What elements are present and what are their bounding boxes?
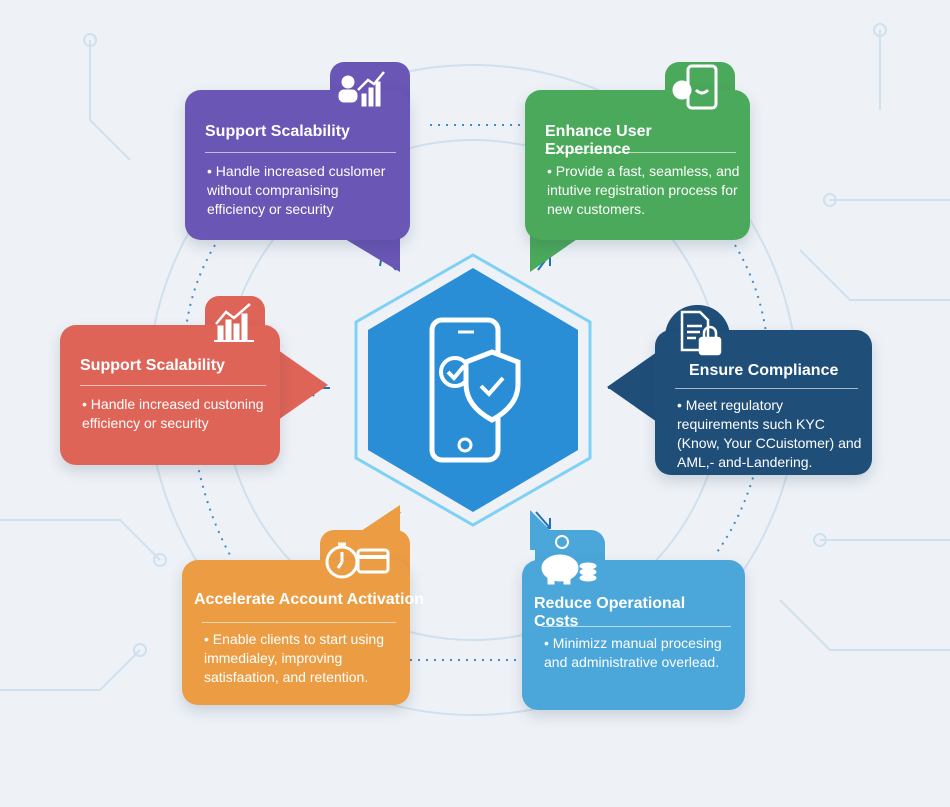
stopwatch-card-icon [325, 542, 390, 579]
divider [675, 388, 858, 389]
divider [80, 385, 266, 386]
card-title: Ensure Compliance [689, 362, 839, 379]
card-title: Accelerate Account Activation [194, 591, 424, 608]
smartphone-smiley-icon [672, 64, 718, 110]
card-title: Reduce Operational Costs [534, 595, 686, 630]
piggy-bank-coins-icon [541, 535, 597, 585]
card-body: • Provide a fast, seamless, and intutive… [547, 163, 740, 217]
divider [202, 622, 396, 623]
card-body: • Enable clients to start using immedial… [204, 631, 384, 685]
smartphone-shield-check-icon [429, 317, 521, 463]
document-lock-icon [680, 310, 722, 356]
divider [545, 152, 736, 153]
divider [205, 152, 396, 153]
card-title: Support Scalability [205, 123, 350, 140]
card-title: Support Scalability [80, 357, 225, 374]
card-body: • Meet regulatory requirements such KYC … [677, 397, 862, 470]
card-title: Enhance User Experience [545, 123, 652, 158]
card-body: • Handle increased custoning efficiency … [82, 396, 264, 431]
user-growth-chart-icon [338, 71, 385, 107]
divider [542, 626, 731, 627]
card-body: • Minimizz manual procesing and administ… [544, 635, 722, 670]
card-body: • Handle increased cuslomer without comp… [207, 163, 386, 217]
growth-chart-icon [214, 303, 254, 342]
